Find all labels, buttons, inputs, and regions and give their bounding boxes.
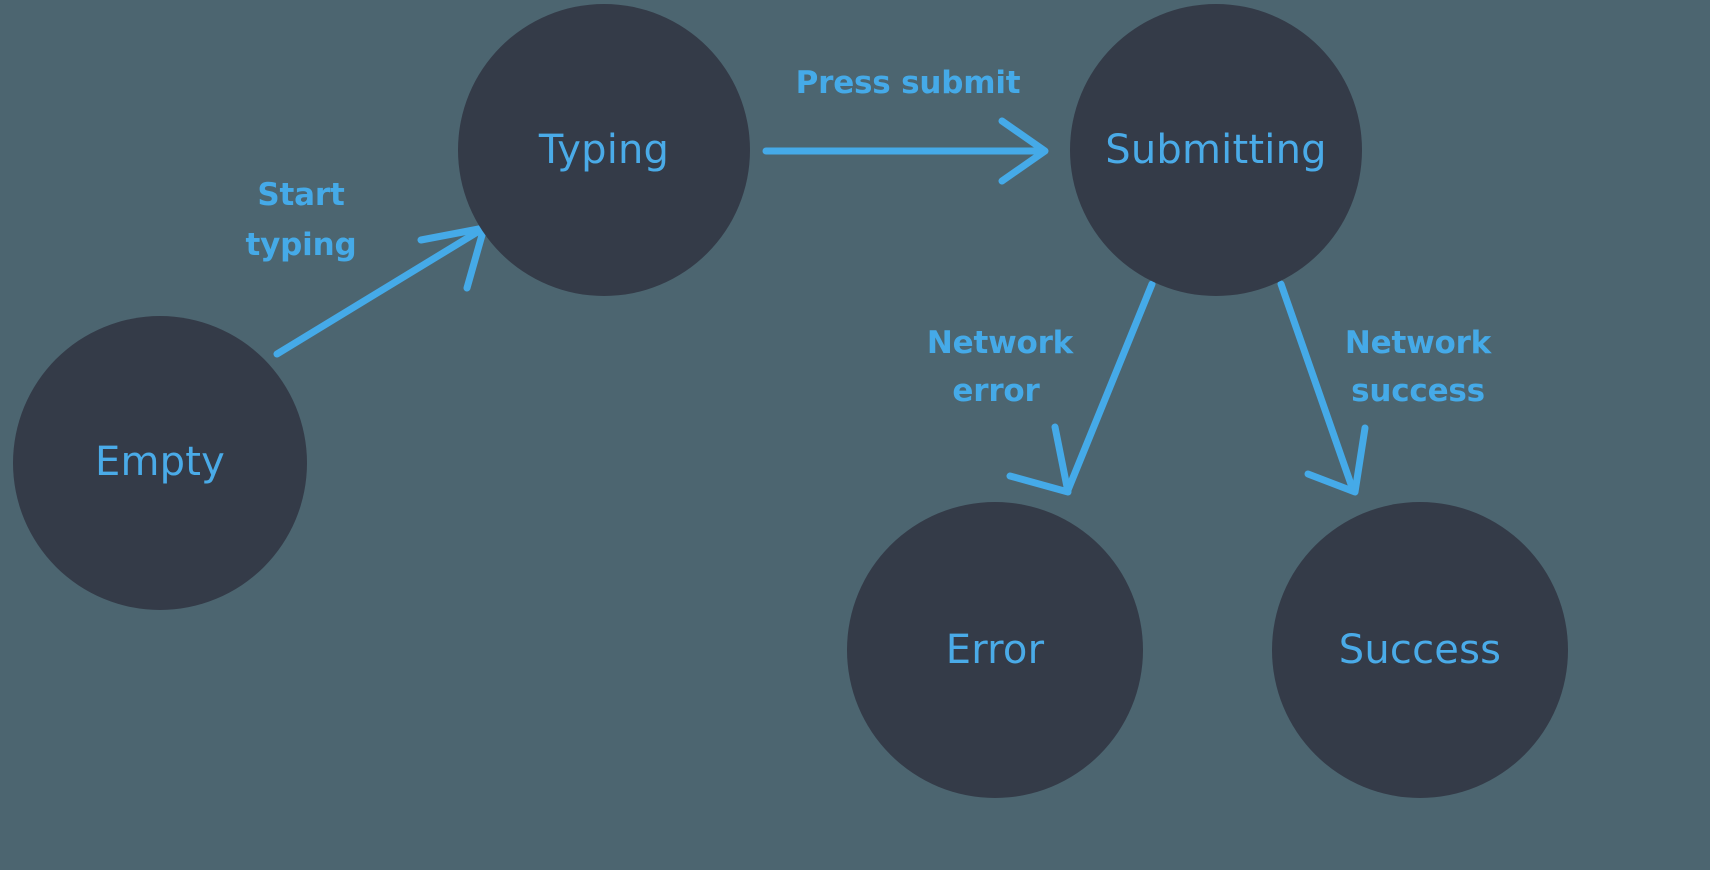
edge-submitting-to-success: [1277, 280, 1369, 496]
edge-submitting-to-success-line: [1277, 280, 1357, 494]
edge-submitting-to-error-arrowhead: [1006, 423, 1072, 496]
node-success-label: Success: [1339, 627, 1501, 673]
edge-typing-to-submitting: [762, 117, 1049, 185]
edge-label-press-submit-line1: Press submit: [796, 65, 1021, 101]
node-success[interactable]: Success: [1272, 502, 1568, 798]
edge-label-network-error-line2: error: [952, 373, 1040, 409]
node-typing-label: Typing: [538, 127, 669, 173]
edge-label-network-success: Network success: [1345, 325, 1493, 409]
edge-label-start-typing: Start typing: [246, 177, 357, 263]
edge-label-start-typing-line2: typing: [246, 227, 357, 263]
node-error-circle[interactable]: [847, 502, 1143, 798]
node-typing[interactable]: Typing: [458, 4, 750, 296]
node-error[interactable]: Error: [847, 502, 1143, 798]
edge-empty-to-typing-line: [273, 224, 488, 358]
edge-submitting-to-error-line: [1064, 280, 1156, 494]
edge-label-network-error-line1: Network: [927, 325, 1075, 361]
edge-typing-to-submitting-arrowhead: [998, 117, 1049, 185]
edge-label-network-error: Network error: [927, 325, 1075, 409]
node-submitting-label: Submitting: [1105, 127, 1326, 173]
node-empty[interactable]: Empty: [13, 316, 307, 610]
edge-label-network-success-line1: Network: [1345, 325, 1493, 361]
node-error-label: Error: [946, 627, 1045, 673]
edge-label-press-submit: Press submit: [796, 65, 1021, 101]
node-typing-circle[interactable]: [458, 4, 750, 296]
edge-label-network-success-line2: success: [1351, 373, 1485, 409]
edge-label-start-typing-line1: Start: [257, 177, 345, 213]
node-empty-circle[interactable]: [13, 316, 307, 610]
node-empty-label: Empty: [95, 439, 225, 485]
node-success-circle[interactable]: [1272, 502, 1568, 798]
node-submitting-circle[interactable]: [1070, 4, 1362, 296]
node-submitting[interactable]: Submitting: [1070, 4, 1362, 296]
edge-submitting-to-error: [1006, 280, 1156, 496]
edge-submitting-to-success-arrowhead: [1304, 424, 1369, 496]
